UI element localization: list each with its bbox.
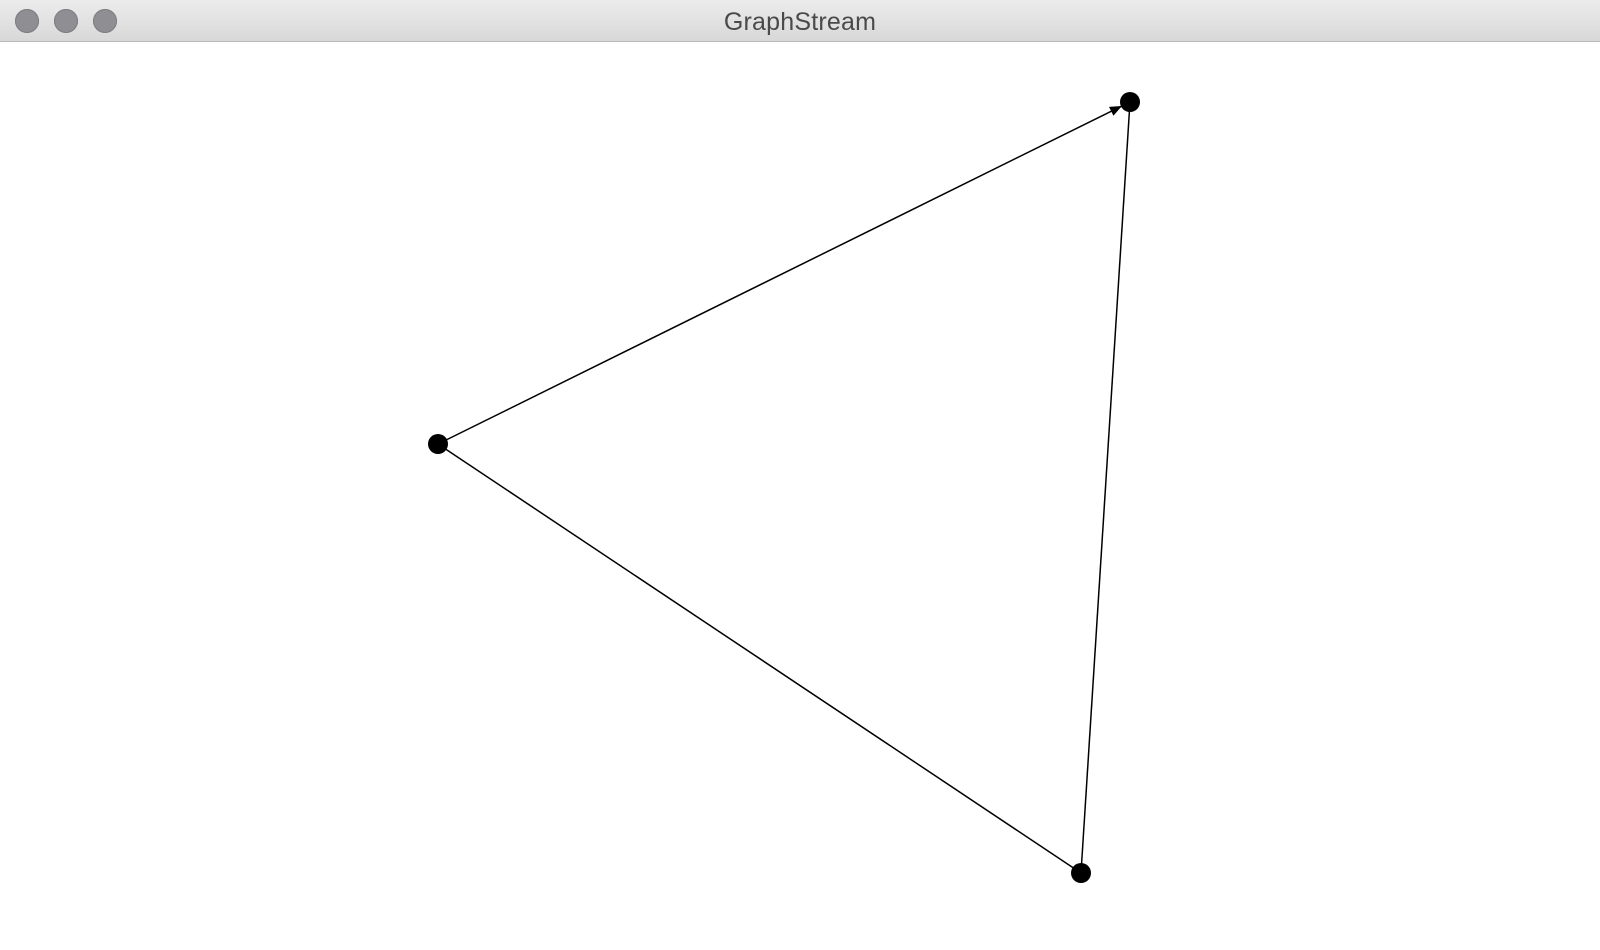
graph-edge-node-bottom-right-to-node-top-right[interactable] [1080, 101, 1131, 874]
title-bar[interactable]: GraphStream [0, 0, 1600, 42]
graph-edge-node-left-to-node-bottom-right[interactable] [437, 443, 1082, 874]
close-button[interactable] [15, 9, 39, 33]
graph-view[interactable] [0, 43, 1600, 950]
graph-node-bottom-right[interactable] [1071, 863, 1091, 883]
minimize-button[interactable] [54, 9, 78, 33]
graph-canvas[interactable] [0, 43, 1600, 950]
edges-layer [437, 101, 1131, 874]
window-title: GraphStream [723, 8, 877, 36]
graph-edge-node-left-to-node-top-right[interactable] [437, 105, 1122, 445]
maximize-button[interactable] [93, 9, 117, 33]
graph-node-left[interactable] [428, 434, 448, 454]
nodes-layer [428, 92, 1140, 883]
graph-node-top-right[interactable] [1120, 92, 1140, 112]
